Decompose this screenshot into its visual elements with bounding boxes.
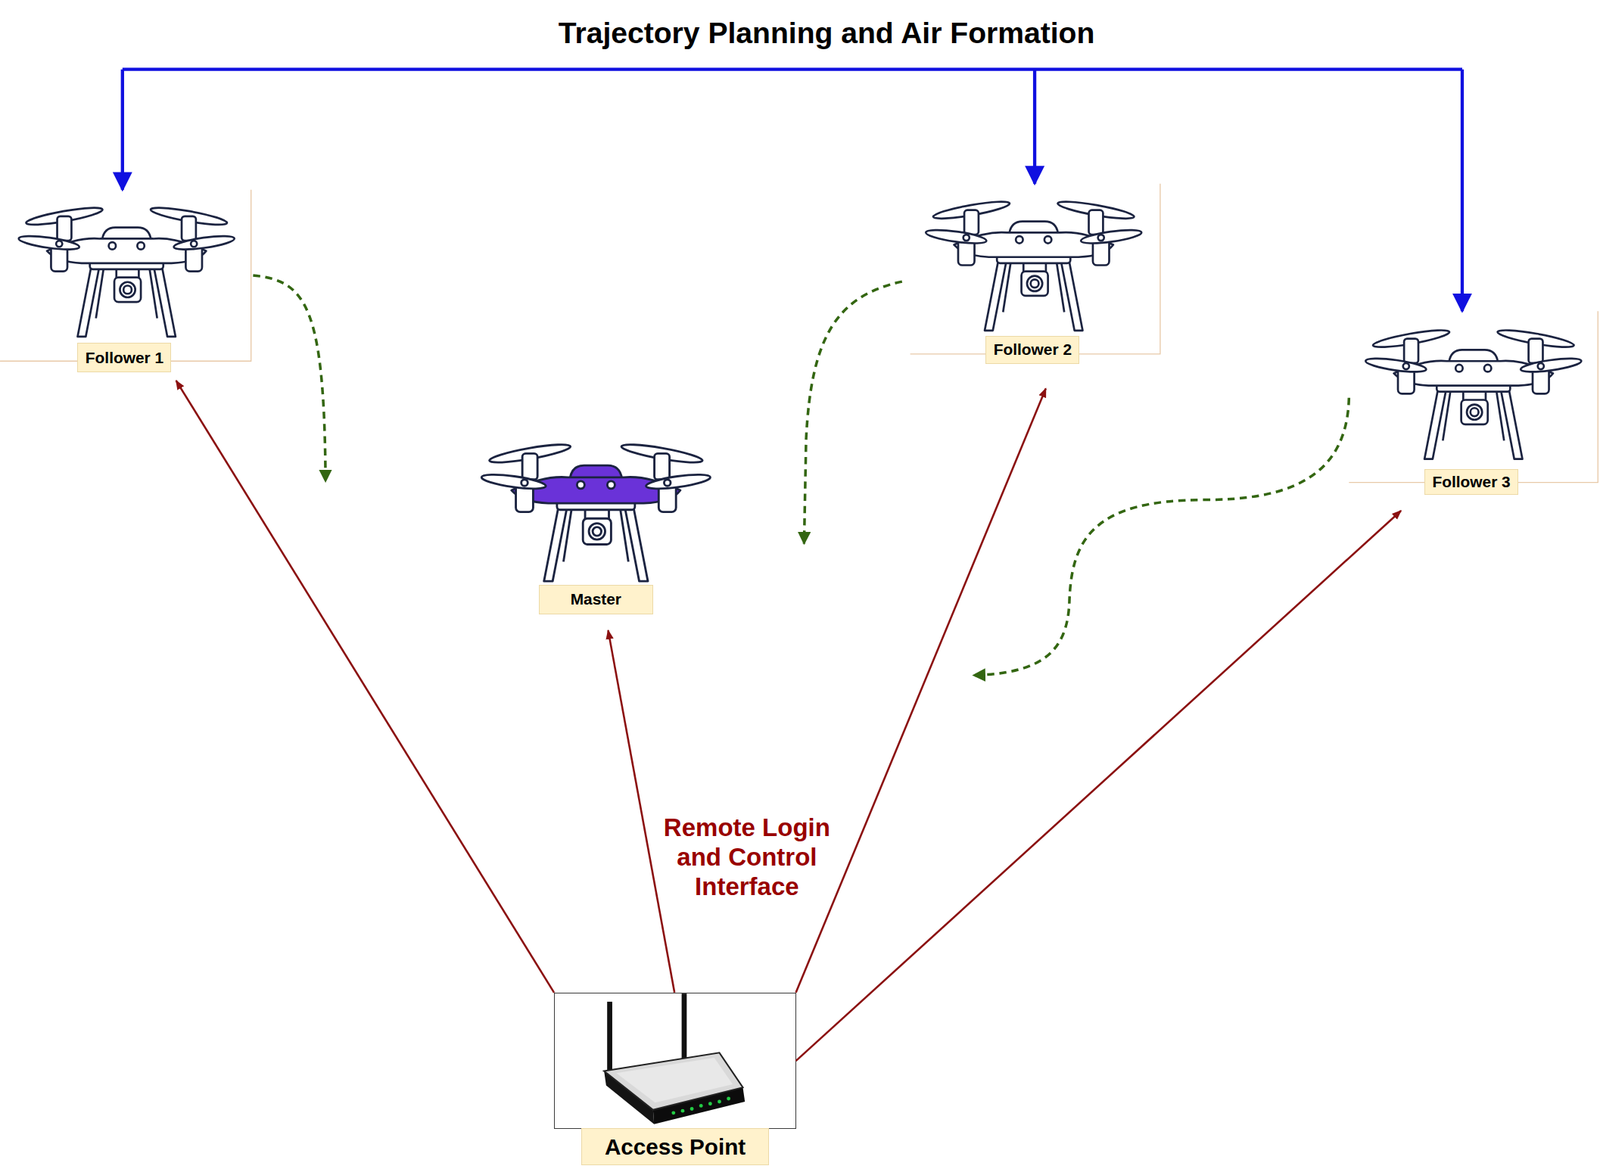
node-label: Follower 2 — [993, 340, 1072, 359]
drone-icon — [18, 204, 236, 337]
antenna — [607, 1002, 613, 1076]
formation-arrow — [1033, 69, 1037, 184]
drone-label: Follower 3 — [1424, 469, 1519, 495]
trajectory-arrow — [803, 281, 902, 544]
node-label: Follower 1 — [85, 348, 164, 368]
led — [717, 1100, 722, 1105]
frame-line — [910, 183, 1161, 355]
trajectory-arrow — [252, 275, 326, 482]
trajectories — [252, 275, 1349, 676]
formation-arrow — [121, 69, 125, 190]
frame-lines — [0, 183, 1598, 483]
node-label: Follower 3 — [1431, 473, 1510, 492]
drone-label: Follower 2 — [985, 336, 1080, 365]
edge-label: Remote Login and Control Interface — [657, 812, 837, 902]
control-link — [796, 510, 1401, 1062]
frame-line — [0, 189, 252, 362]
formation-line — [122, 68, 1463, 72]
drone-icon — [480, 441, 711, 582]
access-point-label: Access Point — [581, 1128, 769, 1166]
led — [681, 1109, 685, 1114]
led — [726, 1097, 731, 1102]
drone-icon — [1364, 326, 1582, 460]
diagram-title: Trajectory Planning and Air Formation — [296, 16, 1357, 50]
trajectory-arrow — [973, 398, 1349, 676]
led — [708, 1101, 713, 1106]
node-label: Master — [570, 590, 622, 609]
drone-label: Follower 1 — [77, 342, 172, 373]
access-point-box: Access Point — [554, 992, 797, 1130]
router-leds — [671, 1097, 731, 1116]
control-link — [608, 630, 676, 993]
antenna — [681, 993, 688, 1062]
drone-label: Master — [538, 585, 654, 615]
router-icon — [603, 993, 745, 1125]
control-link — [796, 388, 1046, 993]
formation-arrow — [1460, 69, 1464, 312]
led — [699, 1104, 704, 1109]
frame-line — [1348, 311, 1598, 483]
formation-lines — [122, 69, 1463, 312]
router-top — [603, 1052, 743, 1110]
led — [671, 1111, 676, 1115]
led — [690, 1107, 695, 1112]
router-top-panel — [616, 1058, 733, 1103]
control-link — [176, 380, 555, 993]
drone-icon — [924, 198, 1143, 331]
